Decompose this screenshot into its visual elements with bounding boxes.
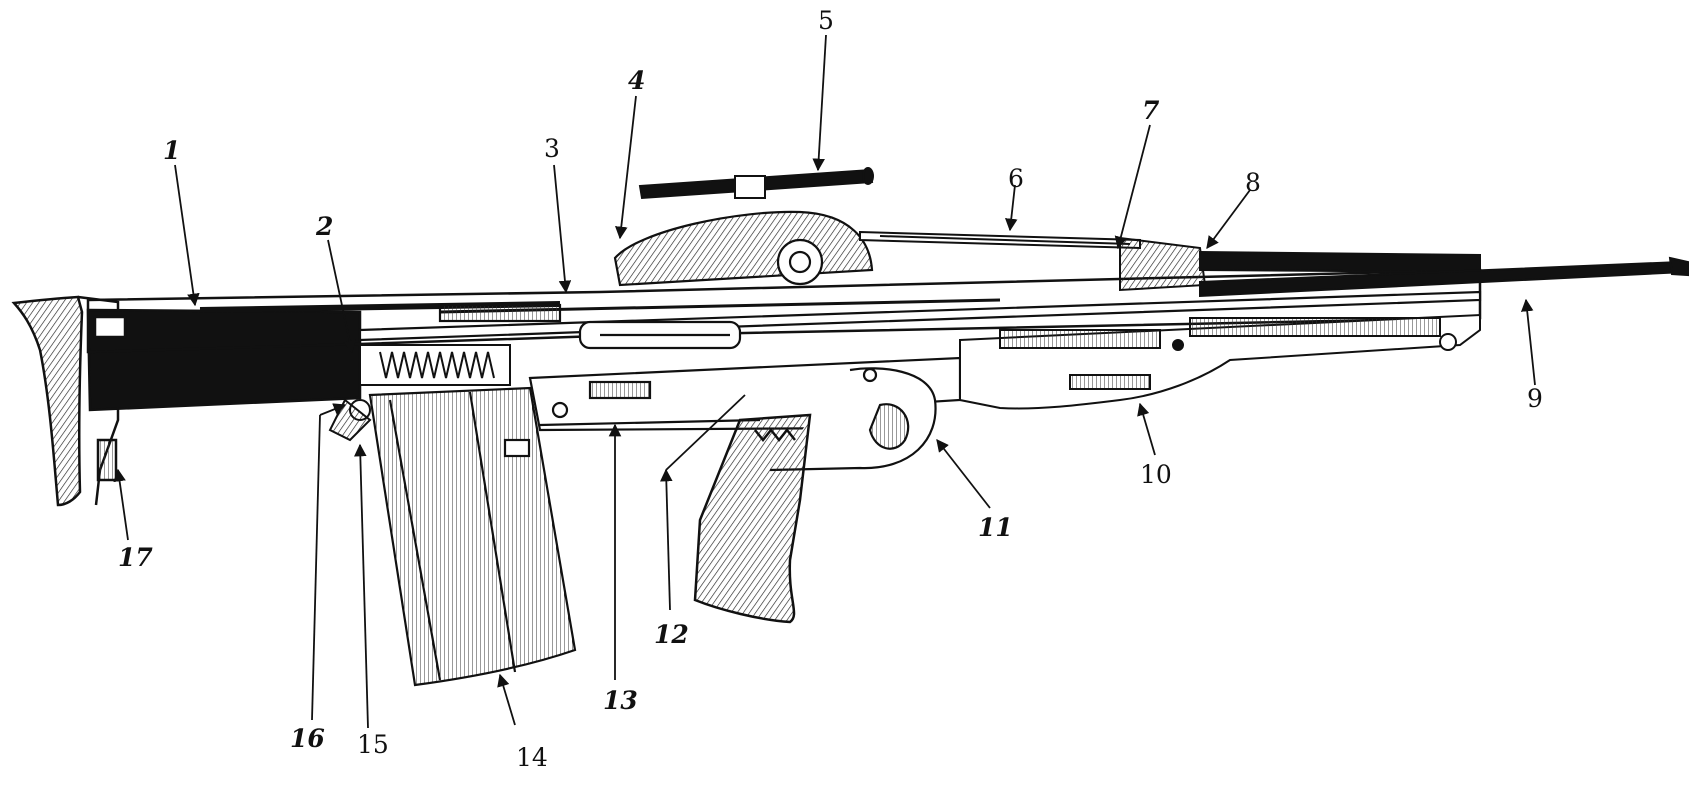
callout-3: 3 [544, 134, 560, 163]
callout-11: 11 [978, 513, 1013, 542]
callout-8: 8 [1245, 168, 1261, 197]
callout-5: 5 [818, 6, 834, 35]
pistol-grip [693, 413, 812, 624]
callout-10: 10 [1140, 460, 1172, 489]
magazine [368, 386, 577, 687]
handguard [959, 313, 1481, 410]
callout-2: 2 [316, 212, 334, 241]
upper-receiver [358, 290, 1482, 350]
carry-handle [613, 210, 874, 287]
callout-13: 13 [603, 686, 638, 715]
barrel [1199, 256, 1689, 298]
butt-stock [11, 295, 120, 507]
callout-6: 6 [1008, 164, 1024, 193]
recoil-spring [359, 344, 511, 386]
callout-9: 9 [1527, 384, 1543, 413]
leader-lines [113, 34, 1536, 729]
callout-15: 15 [357, 730, 389, 759]
callout-4: 4 [628, 66, 646, 95]
callout-14: 14 [516, 743, 548, 772]
trigger-assembly [769, 367, 937, 472]
callout-1: 1 [163, 136, 181, 165]
front-sight-block [1119, 236, 1481, 292]
callout-16: 16 [290, 724, 325, 753]
optical-sight [638, 167, 874, 200]
gas-rod [859, 230, 1141, 250]
callout-17: 17 [118, 543, 153, 572]
magazine-catch [328, 398, 372, 442]
callout-12: 12 [654, 620, 689, 649]
callout-7: 7 [1142, 96, 1160, 125]
